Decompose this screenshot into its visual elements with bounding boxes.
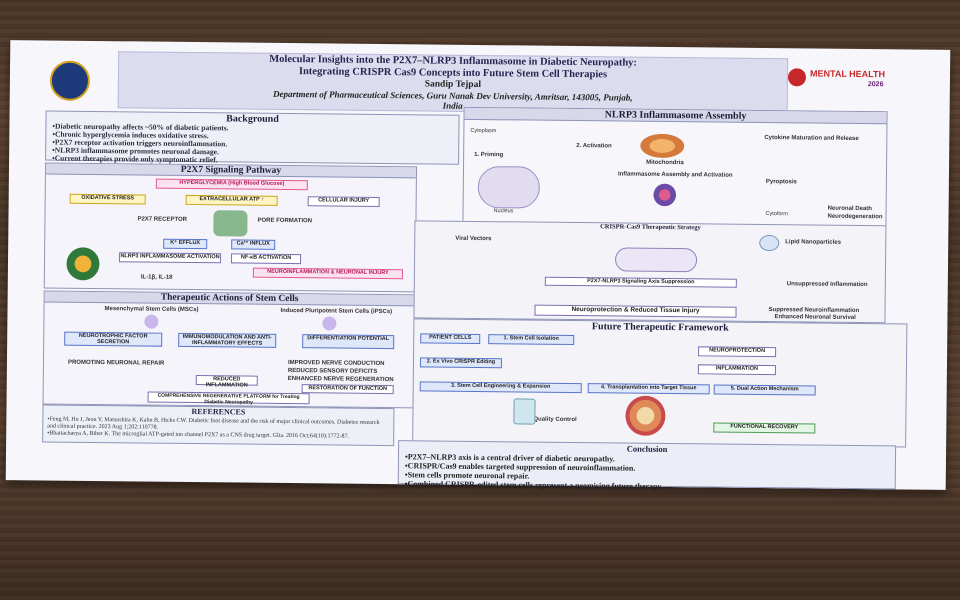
enhanced-survival-label: Enhanced Neuronal Survival — [774, 314, 856, 321]
receptor-label: P2X7 RECEPTOR — [137, 216, 188, 223]
functional-recovery-box: FUNCTIONAL RECOVERY — [713, 422, 816, 434]
nfkb-activation-box: NF-κB ACTIVATION — [231, 253, 302, 265]
restoration-box: RESTORATION OF FUNCTION — [301, 384, 394, 395]
nanoparticle-icon — [759, 234, 780, 252]
differentiation-box: DIFFERENTIATION POTENTIAL — [302, 334, 395, 350]
inflammasome-complex-icon — [651, 181, 678, 209]
p2x7-receptor-icon — [213, 210, 248, 237]
neurotrophic-box: NEUROTROPHIC FACTOR SECRETION — [64, 331, 163, 347]
promoting-repair-label: PROMOTING NEURONAL REPAIR — [67, 359, 165, 367]
neuronal-death-label: Neuronal Death — [827, 205, 872, 213]
cellular-injury-box: CELLULAR INJURY — [307, 196, 380, 207]
future-heading: Future Therapeutic Framework — [591, 321, 729, 334]
mitochondria-label: Mitochondria — [646, 159, 684, 167]
future-framework-panel: Future Therapeutic Framework PATIENT CEL… — [412, 318, 908, 448]
enhanced-regeneration-label: ENHANCED NERVE REGENERATION — [287, 376, 394, 384]
target-tissue-icon — [625, 395, 666, 436]
extracellular-atp-box: EXTRACELLULAR ATP ↑ — [185, 194, 278, 206]
mental-health-logo: MENTAL HEALTH 2026 — [787, 64, 903, 95]
viral-vectors-label: Viral Vectors — [455, 235, 492, 243]
unsuppressed-label: Unsuppressed Inflammation — [786, 281, 868, 289]
background-panel: Background •Diabetic neuropathy affects … — [45, 110, 460, 166]
pyroptosis-label: Pyroptosis — [765, 179, 797, 186]
activation-label: 2. Activation — [576, 143, 612, 150]
oxidative-stress-box: OXIDATIVE STRESS — [69, 193, 146, 205]
poster-title-box: Molecular Insights into the P2X7–NLRP3 I… — [117, 51, 789, 116]
p2x7-pathway-panel: P2X7 Signaling Pathway HYPERGLYCEMIA (Hi… — [43, 162, 418, 293]
p2x7-heading: P2X7 Signaling Pathway — [45, 163, 417, 179]
axis-suppression-box: P2X7-NLRP3 Signaling Axis Suppression — [544, 276, 737, 288]
neuroinflammation-box: NEUROINFLAMMATION & NEURONAL INJURY — [252, 267, 403, 280]
lipid-nanoparticles-label: Lipid Nanoparticles — [785, 239, 841, 246]
cytoplasm-label: Cytoplasm — [470, 127, 497, 135]
cytokines-label: IL-1β, IL-18 — [140, 274, 173, 281]
logo-text-mental-health: MENTAL HEALTH — [809, 68, 886, 80]
improved-conduction-label: IMPROVED NERVE CONDUCTION — [287, 360, 385, 368]
ipsc-cell-icon — [322, 316, 337, 331]
mitochondria-icon — [640, 133, 685, 159]
hyperglycemia-box: HYPERGLYCEMIA (High Blood Glucose) — [155, 178, 308, 191]
crispr-panel: CRISPR-Cas9 Therapeutic Strategy Viral V… — [413, 220, 887, 324]
flask-icon — [513, 398, 536, 425]
msc-cell-icon — [144, 314, 159, 329]
neurodegeneration-label: Neurodegeneration — [827, 213, 883, 221]
logo-text-year: 2026 — [867, 81, 884, 89]
step-crispr-box: 2. Ex Vivo CRISPR Editing — [419, 357, 503, 369]
priming-label: 1. Priming — [474, 151, 504, 159]
conclusion-bullets: •P2X7–NLRP3 axis is a central driver of … — [399, 451, 895, 494]
references-list: •Feng M, Hu J, Jeon Y, Matsushita K, Kah… — [43, 414, 393, 443]
nucleus-label: Nucleus — [493, 208, 514, 215]
quality-control-label: Quality Control — [533, 416, 577, 424]
ca-influx-box: Ca²⁺ INFLUX — [231, 239, 276, 250]
msc-label: Mesenchymal Stem Cells (MSCs) — [104, 306, 199, 314]
nucleus-icon — [477, 165, 541, 209]
reduced-inflammation-box: REDUCED INFLAMMATION — [195, 375, 258, 389]
stem-cell-heading: Therapeutic Actions of Stem Cells — [44, 291, 415, 307]
nlrp3-activation-box: NLRP3 INFLAMMASOME ACTIVATION — [119, 252, 222, 264]
references-panel: REFERENCES •Feng M, Hu J, Jeon Y, Matsus… — [42, 404, 395, 447]
university-logo — [49, 60, 91, 101]
step-engineering-box: 3. Stem Cell Engineering & Expansion — [419, 381, 582, 394]
k-efflux-box: K⁺ EFFLUX — [163, 238, 208, 250]
reduced-deficits-label: REDUCED SENSORY DEFICITS — [287, 368, 378, 375]
conclusion-panel: Conclusion •P2X7–NLRP3 axis is a central… — [397, 440, 897, 491]
neuroprotection-outcome-box: NEUROPROTECTION — [698, 346, 777, 358]
cytokine-maturation-label: Cytokine Maturation and Release — [764, 134, 859, 142]
patient-cells-box: PATIENT CELLS — [420, 333, 481, 345]
nlrp3-heading: NLRP3 Inflammasome Assembly — [464, 107, 887, 125]
immunomodulation-box: IMMUNOMODULATION AND ANTI-INFLAMMATORY E… — [178, 332, 277, 348]
step-dual-action-box: 5. Dual Action Mechanism — [713, 384, 816, 396]
research-poster: Molecular Insights into the P2X7–NLRP3 I… — [5, 40, 951, 491]
ipsc-label: Induced Pluripotent Stem Cells (iPSCs) — [280, 307, 393, 316]
step-isolation-box: 1. Stem Cell Isolation — [488, 334, 575, 346]
stem-cell-panel: Therapeutic Actions of Stem Cells Mesenc… — [42, 290, 416, 409]
neuroprotection-box: Neuroprotection & Reduced Tissue Injury — [534, 304, 737, 318]
inflammation-outcome-box: INFLAMMATION — [697, 364, 776, 376]
suppressed-label: Suppressed Neuroinflammation — [768, 307, 860, 314]
background-bullets: •Diabetic neuropathy affects ~50% of dia… — [46, 122, 458, 166]
brain-icon — [787, 68, 807, 87]
nlrp3-assembly-panel: NLRP3 Inflammasome Assembly Cytoplasm 1.… — [462, 106, 888, 230]
cell-membrane-icon — [614, 247, 698, 273]
inflammasome-icon — [62, 245, 104, 283]
pore-formation-label: PORE FORMATION — [257, 217, 313, 225]
regenerative-platform-box: COMPREHENSIVE REGENERATIVE PLATFORM for … — [147, 391, 310, 406]
assembly-label: Inflammasome Assembly and Activation — [617, 171, 733, 179]
step-transplant-box: 4. Transplantation into Target Tissue — [587, 383, 710, 395]
cytoform-label: Cytoform — [765, 211, 788, 218]
